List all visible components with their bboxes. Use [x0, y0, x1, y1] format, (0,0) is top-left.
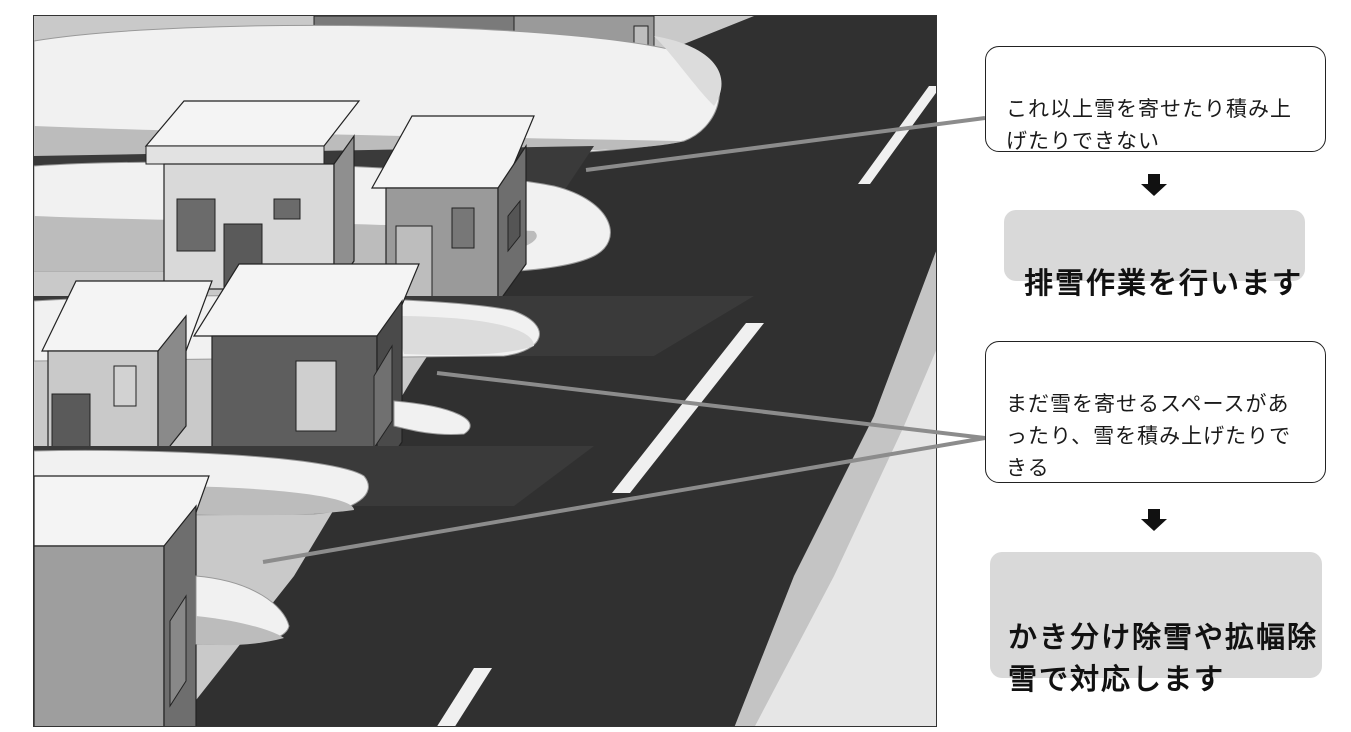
lane-marking [437, 668, 492, 726]
result-text-plowing-widening: かき分け除雪や拡幅除雪で対応します [1008, 620, 1319, 696]
callout-text-cannot-pile: これ以上雪を寄せたり積み上げたりできない [1006, 97, 1292, 153]
arrow-down-icon [1141, 509, 1167, 531]
result-plowing-widening: かき分け除雪や拡幅除雪で対応します [990, 552, 1322, 696]
arrow-down-icon [1141, 174, 1167, 196]
snow-removal-illustration [33, 15, 937, 727]
callout-text-space-available: まだ雪を寄せるスペースがあったり、雪を積み上げたりできる [1006, 392, 1292, 480]
result-text-snow-hauling: 排雪作業を行います [1024, 266, 1304, 300]
callout-space-available: まだ雪を寄せるスペースがあったり、雪を積み上げたりできる [985, 341, 1326, 483]
result-snow-hauling: 排雪作業を行います [1004, 210, 1305, 300]
callout-cannot-pile-snow: これ以上雪を寄せたり積み上げたりできない [985, 46, 1326, 153]
